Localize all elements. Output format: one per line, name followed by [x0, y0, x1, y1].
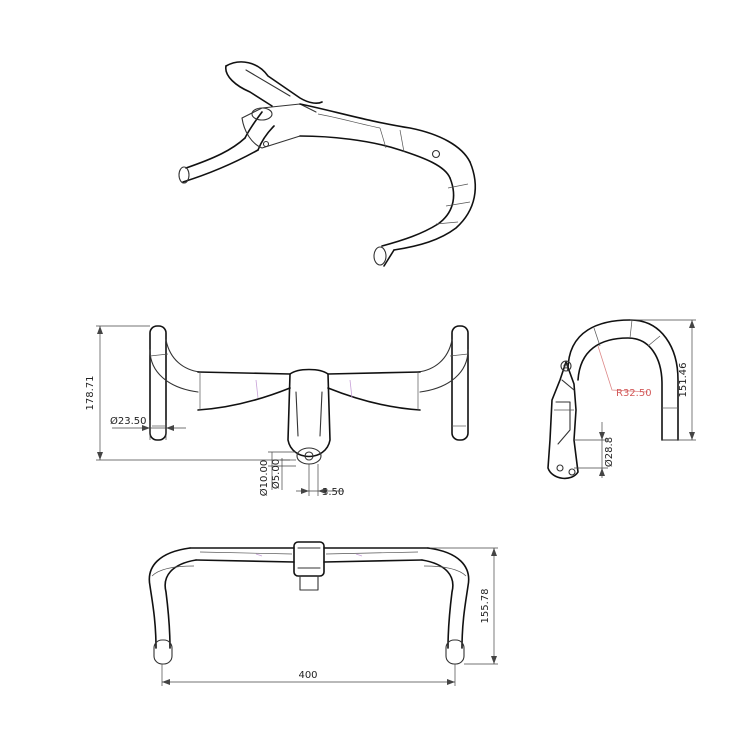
dim-hole-dia-a: Ø10.00 [258, 460, 270, 497]
dim-drop-dia: Ø28.8 [603, 437, 615, 467]
dim-height-front: 178.71 [85, 376, 96, 411]
isometric-view [178, 61, 477, 267]
dim-hole-dia-b: Ø5.00 [270, 459, 282, 489]
front-view [96, 325, 469, 496]
dim-bar-dia: Ø23.50 [110, 415, 147, 427]
side-view [547, 319, 696, 480]
dim-offset: 3.50 [322, 487, 344, 498]
dim-reach-top: 155.78 [480, 589, 491, 624]
dim-width: 400 [298, 670, 317, 681]
dim-radius: R32.50 [616, 388, 652, 399]
top-view [148, 541, 498, 686]
dim-drop-side: 151.46 [678, 363, 689, 398]
